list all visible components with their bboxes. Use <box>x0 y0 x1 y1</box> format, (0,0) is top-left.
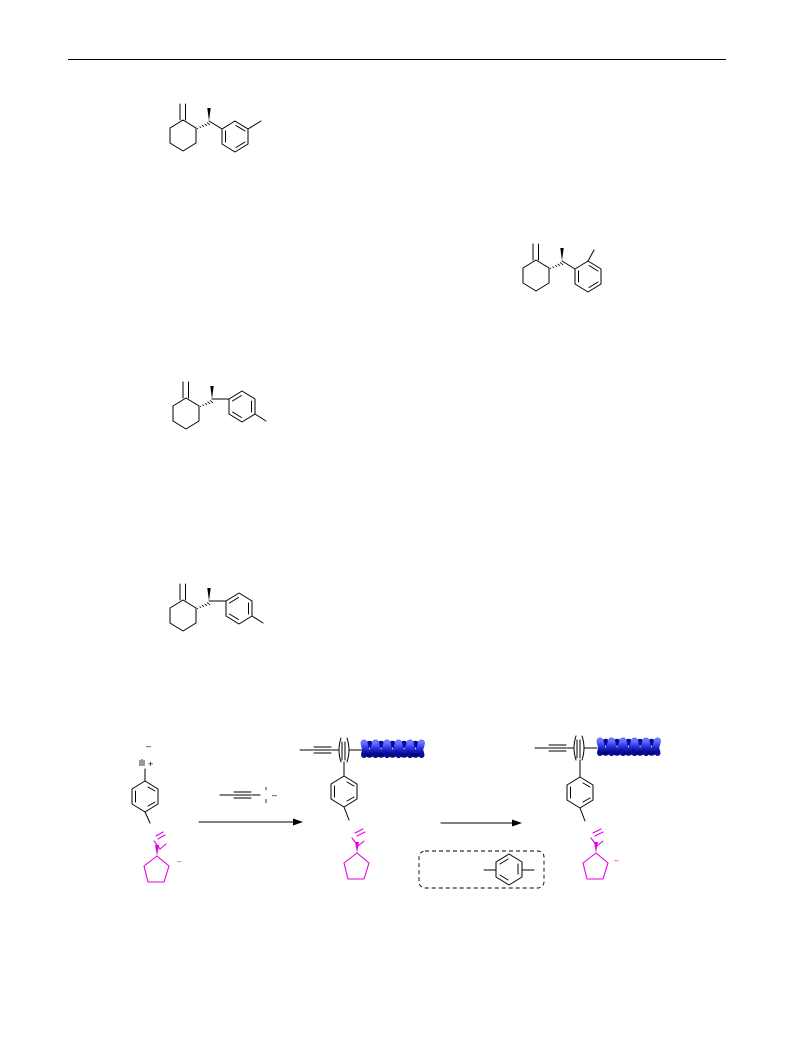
helix-turn-front <box>406 739 425 758</box>
structure-para-methyl-b <box>169 583 264 632</box>
structure-meta-methyl <box>169 103 262 153</box>
reaction-arrow-2 <box>418 819 545 889</box>
scheme-product: – <box>534 735 619 880</box>
reaction-arrow-1: – <box>198 787 303 826</box>
protein-helix-intermediate <box>360 739 425 758</box>
reagent-minus-sign: – <box>272 790 277 800</box>
plus-sign: + <box>148 759 153 769</box>
pink-minus-sign: – <box>177 857 182 866</box>
scheme-intermediate <box>299 737 370 880</box>
helix-turn-front <box>642 737 661 756</box>
protein-helix-product <box>596 737 661 756</box>
structure-ortho-methyl <box>522 243 602 293</box>
structure-para-methyl-a <box>172 381 267 430</box>
minus-sign: – <box>146 741 151 751</box>
product-pink-minus-sign: – <box>614 856 619 865</box>
reagent-box <box>418 850 545 889</box>
scheme-starting-material: – + – <box>131 741 182 883</box>
